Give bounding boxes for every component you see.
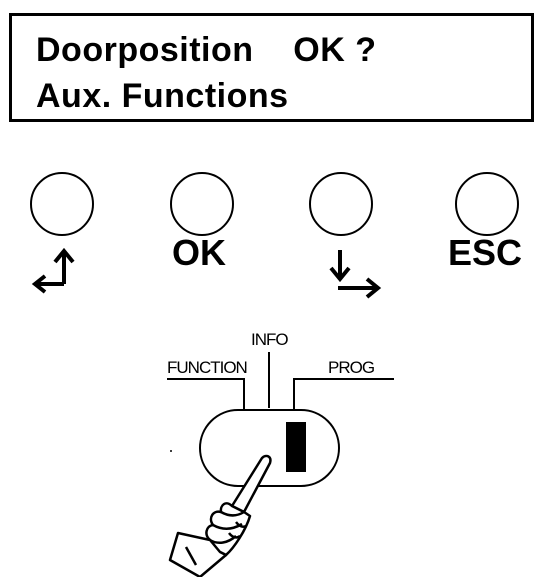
down-right-key[interactable] — [309, 172, 373, 236]
selector-switch[interactable] — [199, 409, 340, 487]
info-label: INFO — [251, 330, 289, 349]
esc-key[interactable] — [455, 172, 519, 236]
ok-key[interactable] — [170, 172, 234, 236]
pointing-hand-icon — [168, 454, 272, 577]
esc-key-label: ESC — [448, 232, 523, 273]
selector-knob[interactable] — [286, 422, 306, 472]
function-label: FUNCTION — [167, 358, 248, 377]
up-left-key[interactable] — [30, 172, 94, 236]
display-line-1: Doorposition OK ? — [36, 31, 377, 69]
lcd-display: Doorposition OK ? Aux. Functions — [9, 13, 534, 122]
arrow-up-left-icon — [31, 247, 75, 294]
arrow-down-right-icon — [329, 250, 382, 299]
prog-label: PROG — [328, 358, 375, 377]
selector-leader-lines — [167, 352, 394, 410]
ok-key-label: OK — [172, 232, 226, 273]
stray-dot — [170, 450, 172, 452]
display-line-2: Aux. Functions — [36, 77, 289, 115]
